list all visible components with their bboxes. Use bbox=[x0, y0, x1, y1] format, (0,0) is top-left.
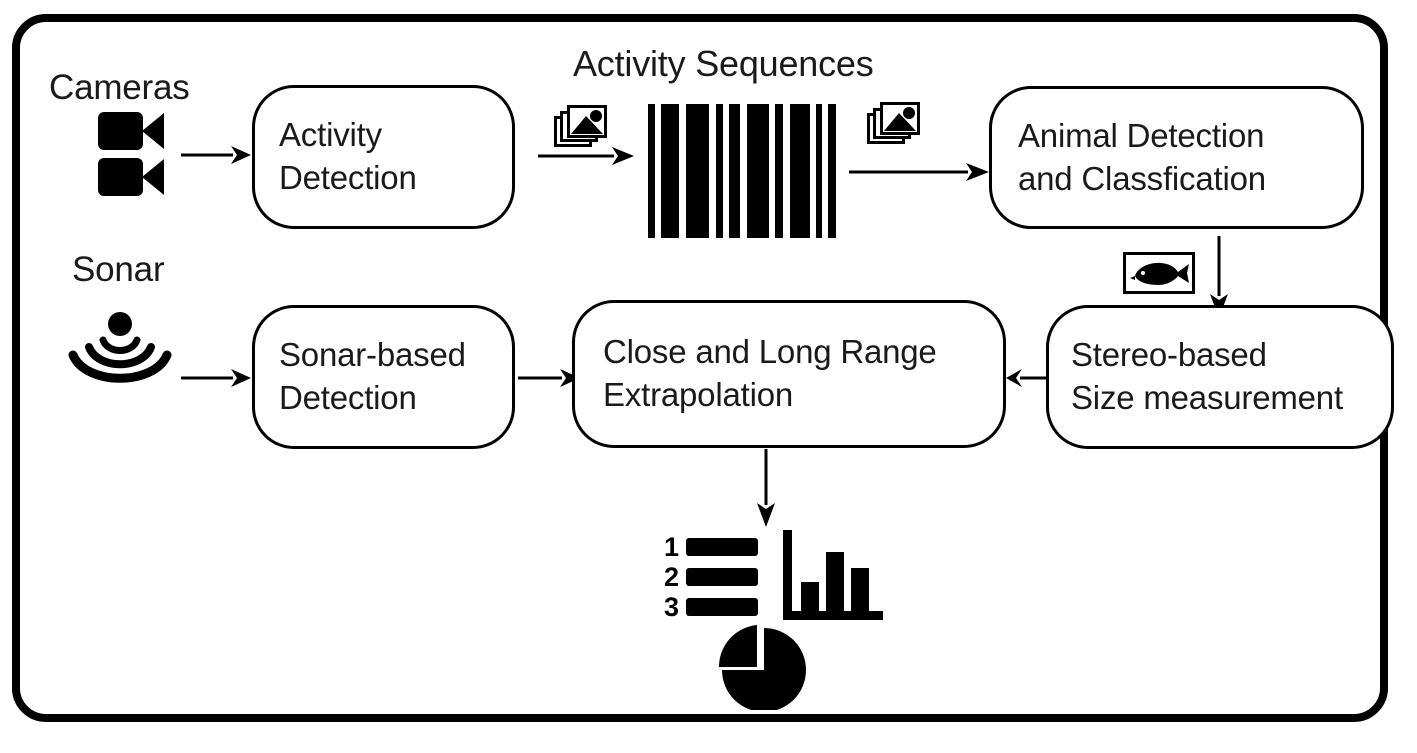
node-animal-detection-and-classification[interactable]: Animal Detection and Classfication bbox=[989, 86, 1364, 229]
node-stereo-based-size-measurement[interactable]: Stereo-based Size measurement bbox=[1046, 305, 1394, 449]
arrow-sequences-to-animal-detection bbox=[849, 157, 991, 187]
barcode-bar bbox=[828, 104, 836, 238]
node-line: Size measurement bbox=[1071, 379, 1343, 416]
svg-text:1: 1 bbox=[664, 532, 679, 562]
arrow-sonar-detection-to-extrapolation bbox=[518, 363, 582, 393]
node-line: Activity bbox=[279, 116, 382, 154]
node-line: Detection bbox=[279, 379, 417, 416]
barcode-bar bbox=[729, 104, 741, 238]
sonar-label: Sonar bbox=[72, 250, 165, 289]
arrow-activity-detection-to-sequences bbox=[538, 141, 636, 171]
camera-body bbox=[98, 112, 143, 150]
fish-in-frame-icon bbox=[1123, 252, 1195, 299]
svg-text:3: 3 bbox=[664, 592, 679, 622]
image-stack-icon bbox=[866, 100, 922, 155]
node-line: Stereo-based bbox=[1071, 336, 1267, 374]
video-camera-icon-2 bbox=[98, 158, 164, 196]
barcode-bar bbox=[790, 104, 811, 238]
barcode-bar bbox=[775, 104, 783, 238]
numbered-list-icon: 1 2 3 bbox=[664, 532, 679, 622]
barcode-bar bbox=[816, 104, 823, 238]
cameras-label: Cameras bbox=[49, 68, 190, 107]
barcode-icon bbox=[648, 104, 836, 238]
barcode-bar bbox=[648, 104, 655, 238]
arrow-cameras-to-activity-detection bbox=[181, 140, 253, 170]
image-stack-icon bbox=[553, 103, 609, 158]
video-camera-icon bbox=[98, 112, 164, 204]
node-line: Animal Detection bbox=[1018, 116, 1265, 154]
node-line: and Classfication bbox=[1018, 159, 1266, 197]
bar-chart-icon bbox=[783, 530, 883, 620]
svg-text:2: 2 bbox=[664, 562, 679, 592]
node-line: Close and Long Range bbox=[603, 333, 937, 371]
camera-lens bbox=[142, 159, 164, 195]
node-line: Detection bbox=[279, 159, 417, 196]
node-line: Extrapolation bbox=[603, 376, 794, 413]
pie-chart-icon bbox=[718, 625, 806, 712]
barcode-bar bbox=[747, 104, 770, 238]
barcode-bar bbox=[686, 104, 709, 238]
node-line: Sonar-based bbox=[279, 336, 466, 374]
node-activity-detection[interactable]: Activity Detection bbox=[252, 85, 515, 229]
barcode-bar bbox=[660, 104, 680, 238]
barcode-bar bbox=[715, 104, 724, 238]
arrow-sonar-to-sonar-detection bbox=[181, 363, 253, 393]
camera-lens bbox=[142, 113, 164, 149]
video-camera-icon-1 bbox=[98, 112, 164, 150]
analytics-results-icon: 1 2 3 bbox=[660, 530, 890, 715]
node-close-and-long-range-extrapolation[interactable]: Close and Long Range Extrapolation bbox=[572, 300, 1006, 448]
camera-body bbox=[98, 158, 143, 196]
arrow-extrapolation-to-results bbox=[751, 449, 781, 529]
node-sonar-based-detection[interactable]: Sonar-based Detection bbox=[252, 305, 515, 449]
activity-sequences-title: Activity Sequences bbox=[573, 43, 874, 84]
sonar-waves-icon bbox=[62, 312, 178, 393]
